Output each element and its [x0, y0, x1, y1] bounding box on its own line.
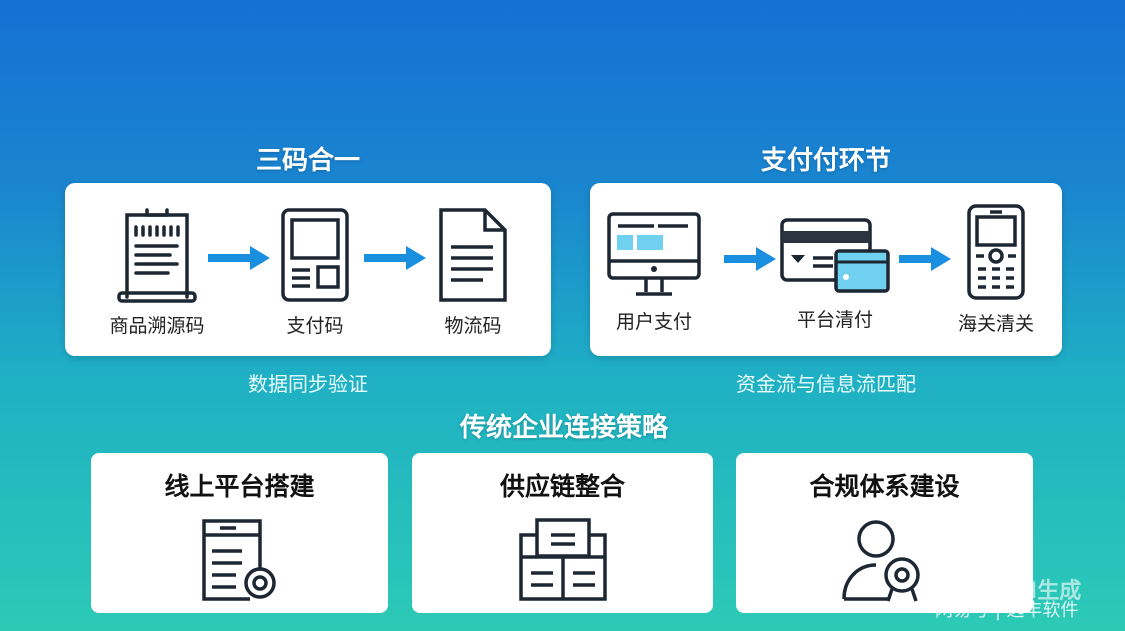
monitor-icon	[607, 212, 701, 296]
strategy-card-compliance: 合规体系建设	[736, 453, 1033, 613]
step-user-payment: 用户支付	[589, 211, 719, 334]
three-codes-panel: 商品溯源码 支付码 物流码	[65, 183, 551, 356]
printer-documents-icon	[518, 518, 607, 601]
section-title-payment: 支付付环节	[760, 146, 891, 176]
section-title-three-codes: 三码合一	[255, 146, 360, 176]
payment-panel: 用户支付 平台清付 海关清关	[590, 183, 1062, 356]
receipt-icon	[117, 208, 197, 303]
arrow-right-icon	[724, 247, 776, 271]
arrow-right-icon	[208, 246, 270, 270]
step-trace-code: 商品溯源码	[92, 207, 222, 338]
credit-card-icon	[780, 218, 890, 293]
user-certificate-icon	[841, 520, 920, 602]
three-codes-caption: 数据同步验证	[248, 372, 368, 396]
strategy-card-online-platform: 线上平台搭建	[91, 453, 388, 613]
strategy-card-supply-chain: 供应链整合	[412, 453, 713, 613]
step-payment-code: 支付码	[250, 207, 380, 338]
arrow-right-icon	[899, 247, 951, 271]
arrow-right-icon	[364, 246, 426, 270]
payment-terminal-icon	[281, 208, 349, 302]
source-watermark: 网易号 | 远丰软件	[935, 600, 1079, 621]
server-settings-icon	[201, 519, 276, 601]
step-customs-clearance: 海关清关	[931, 203, 1061, 336]
mobile-phone-icon	[967, 204, 1025, 300]
document-icon	[439, 208, 507, 302]
step-platform-clearing: 平台清付	[770, 217, 900, 332]
ai-generated-watermark: 豆包AI生成	[968, 579, 1082, 604]
step-logistics-code: 物流码	[408, 207, 538, 338]
strategy-title: 传统企业连接策略	[459, 413, 668, 443]
payment-caption: 资金流与信息流匹配	[736, 372, 916, 396]
